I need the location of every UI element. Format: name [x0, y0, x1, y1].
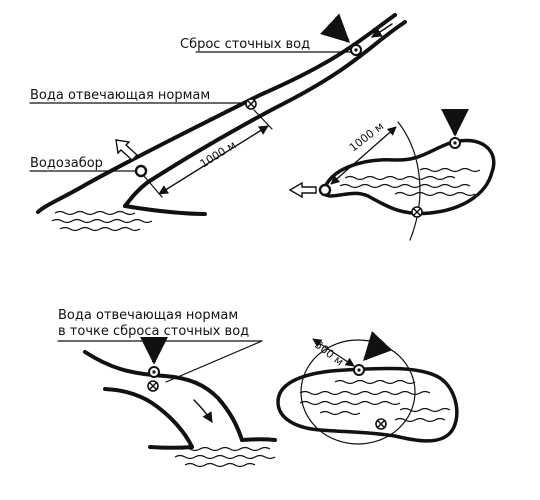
intake-point [134, 164, 148, 178]
river2-bank-lower [103, 387, 194, 449]
lake-bottom-radius-circle [300, 339, 416, 445]
discharge-arrow [320, 13, 351, 43]
lake-top-radius-arc [397, 121, 421, 241]
lake-top-outflow-arrow [288, 181, 317, 199]
river2-bank-upper [83, 350, 244, 442]
distance-line-river-top [158, 125, 269, 195]
compliant-water-label: Вода отвечающая нормам [30, 88, 210, 103]
river2-mouth-water [174, 446, 276, 468]
discharge-label: Сброс сточных вод [180, 37, 310, 52]
distance-label-lake-top: 1000 м [347, 120, 386, 155]
distance-line-lake-top [330, 126, 397, 185]
lake-scheme-bottom: 500 м [276, 331, 459, 445]
river2-mouth-bank-right [240, 437, 277, 442]
lake-bottom-discharge-arrow [363, 331, 393, 362]
lake-scheme-top: 1000 м [288, 108, 496, 241]
river-mouth-bank [123, 204, 207, 216]
lake-bottom-water [299, 379, 451, 423]
river2-mouth-bank [148, 445, 194, 450]
river-mouth-water [51, 210, 153, 232]
intake-arrow [115, 139, 139, 161]
distance-label-river-top: 1000 м [198, 138, 239, 170]
bottom-label-line2: в точке сброса сточных вод [58, 324, 249, 339]
river-scheme-bottom: Вода отвечающая нормам в точке сброса ст… [57, 308, 277, 468]
distance-line-lake-bottom [312, 338, 355, 367]
river-scheme-top: Сброс сточных вод Вода отвечающая нормам… [29, 13, 407, 232]
lake-bottom-shore [276, 366, 459, 443]
river-flow-arrow [371, 23, 393, 38]
river2-flow-arrow [193, 399, 213, 423]
bottom-label-line1: Вода отвечающая нормам [58, 308, 238, 323]
intake-label: Водозабор [30, 156, 103, 171]
lake-top-outflow-point [318, 183, 332, 197]
lake-top-water [339, 167, 481, 197]
